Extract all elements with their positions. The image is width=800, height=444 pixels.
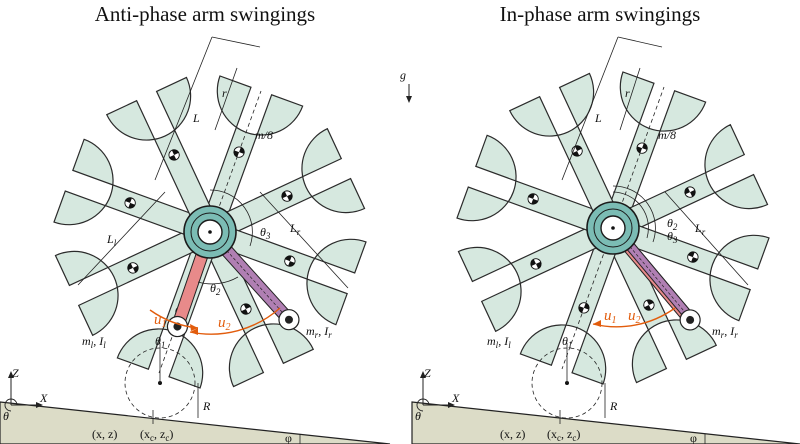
label-theta1: θ1 — [155, 334, 165, 350]
label-theta1: θ1 — [562, 334, 572, 350]
theta2-arc — [612, 191, 649, 239]
panel-in-phase: In-phase arm swingings — [411, 2, 800, 444]
panel-title: In-phase arm swingings — [500, 2, 701, 26]
label-theta2: θ2 — [667, 216, 678, 232]
label-theta2: θ2 — [210, 281, 221, 297]
r-dimension-line — [214, 67, 238, 131]
label-mr-Ir: mr, Ir — [306, 324, 332, 340]
Ll-dimension-line — [77, 191, 166, 286]
panel-anti-phase: Anti-phase arm swingings — [0, 2, 391, 444]
label-m8: m/8 — [255, 128, 273, 142]
theta3-arc — [612, 185, 656, 243]
label-theta3: θ3 — [667, 229, 678, 245]
label-contact-point: (x, z) — [92, 427, 117, 441]
label-R: R — [609, 399, 618, 413]
gravity-label: g — [400, 68, 406, 82]
hub-center-dot — [208, 230, 212, 234]
label-Z-axis: Z — [424, 366, 431, 380]
label-Z-axis: Z — [12, 366, 19, 380]
Lr-dimension-line — [259, 191, 349, 289]
right-arm — [214, 238, 300, 331]
r-dimension-line — [619, 67, 641, 131]
rimless-wheel — [456, 71, 770, 385]
label-theta3: θ3 — [260, 225, 271, 241]
label-r: r — [625, 86, 630, 100]
u2-arrowhead-icon — [190, 328, 198, 335]
ground-slope — [411, 401, 800, 444]
theta3-arc — [209, 189, 253, 247]
gravity-indicator: g — [400, 68, 412, 103]
ground-slope — [0, 401, 391, 444]
label-phi: φ — [285, 431, 292, 444]
gravity-arrowhead-icon — [406, 96, 412, 103]
left-arm — [166, 243, 212, 338]
label-theta: θ — [3, 409, 9, 423]
label-u2: u2 — [628, 308, 641, 326]
label-Lr: Lr — [289, 221, 301, 237]
coordinate-frame — [4, 371, 43, 412]
label-center-point: (xc, zc) — [547, 427, 580, 443]
label-L: L — [192, 111, 200, 125]
label-phi: φ — [690, 431, 697, 444]
u2-arrow — [189, 307, 281, 335]
label-X-axis: X — [39, 391, 48, 405]
right-arm — [619, 234, 701, 331]
label-ml-Il: ml, Il — [487, 334, 511, 350]
hub-middle-ring — [190, 212, 230, 252]
L-dimension-tick — [617, 36, 663, 48]
hub-center-dot — [611, 226, 615, 230]
label-contact-point: (x, z) — [500, 427, 525, 441]
theta2-arc — [197, 276, 239, 285]
label-Ll: Ll — [106, 232, 117, 248]
label-u1: u1 — [604, 308, 617, 326]
label-L: L — [594, 111, 602, 125]
L-dimension-line — [154, 36, 213, 181]
label-u1: u1 — [154, 312, 167, 330]
label-ml-Il: ml, Il — [82, 334, 106, 350]
label-Lr: Lr — [694, 221, 706, 237]
label-R: R — [202, 399, 211, 413]
L-dimension-tick — [211, 36, 261, 48]
panel-title: Anti-phase arm swingings — [95, 2, 315, 26]
hub-middle-ring — [593, 208, 633, 248]
label-mr-Ir: mr, Ir — [712, 324, 738, 340]
label-u2: u2 — [218, 315, 231, 333]
Lr-dimension-line — [664, 191, 749, 286]
label-center-point: (xc, zc) — [140, 427, 173, 443]
label-X-axis: X — [451, 391, 460, 405]
rimless-wheel — [53, 75, 367, 389]
u1-arrowhead-icon — [593, 320, 601, 327]
u1-arrow — [592, 307, 676, 328]
label-m8: m/8 — [658, 128, 676, 142]
label-theta: θ — [415, 409, 421, 423]
L-dimension-line — [561, 36, 619, 181]
u1-arrowhead-icon — [190, 324, 198, 331]
coordinate-frame — [416, 371, 455, 412]
label-r: r — [222, 86, 227, 100]
